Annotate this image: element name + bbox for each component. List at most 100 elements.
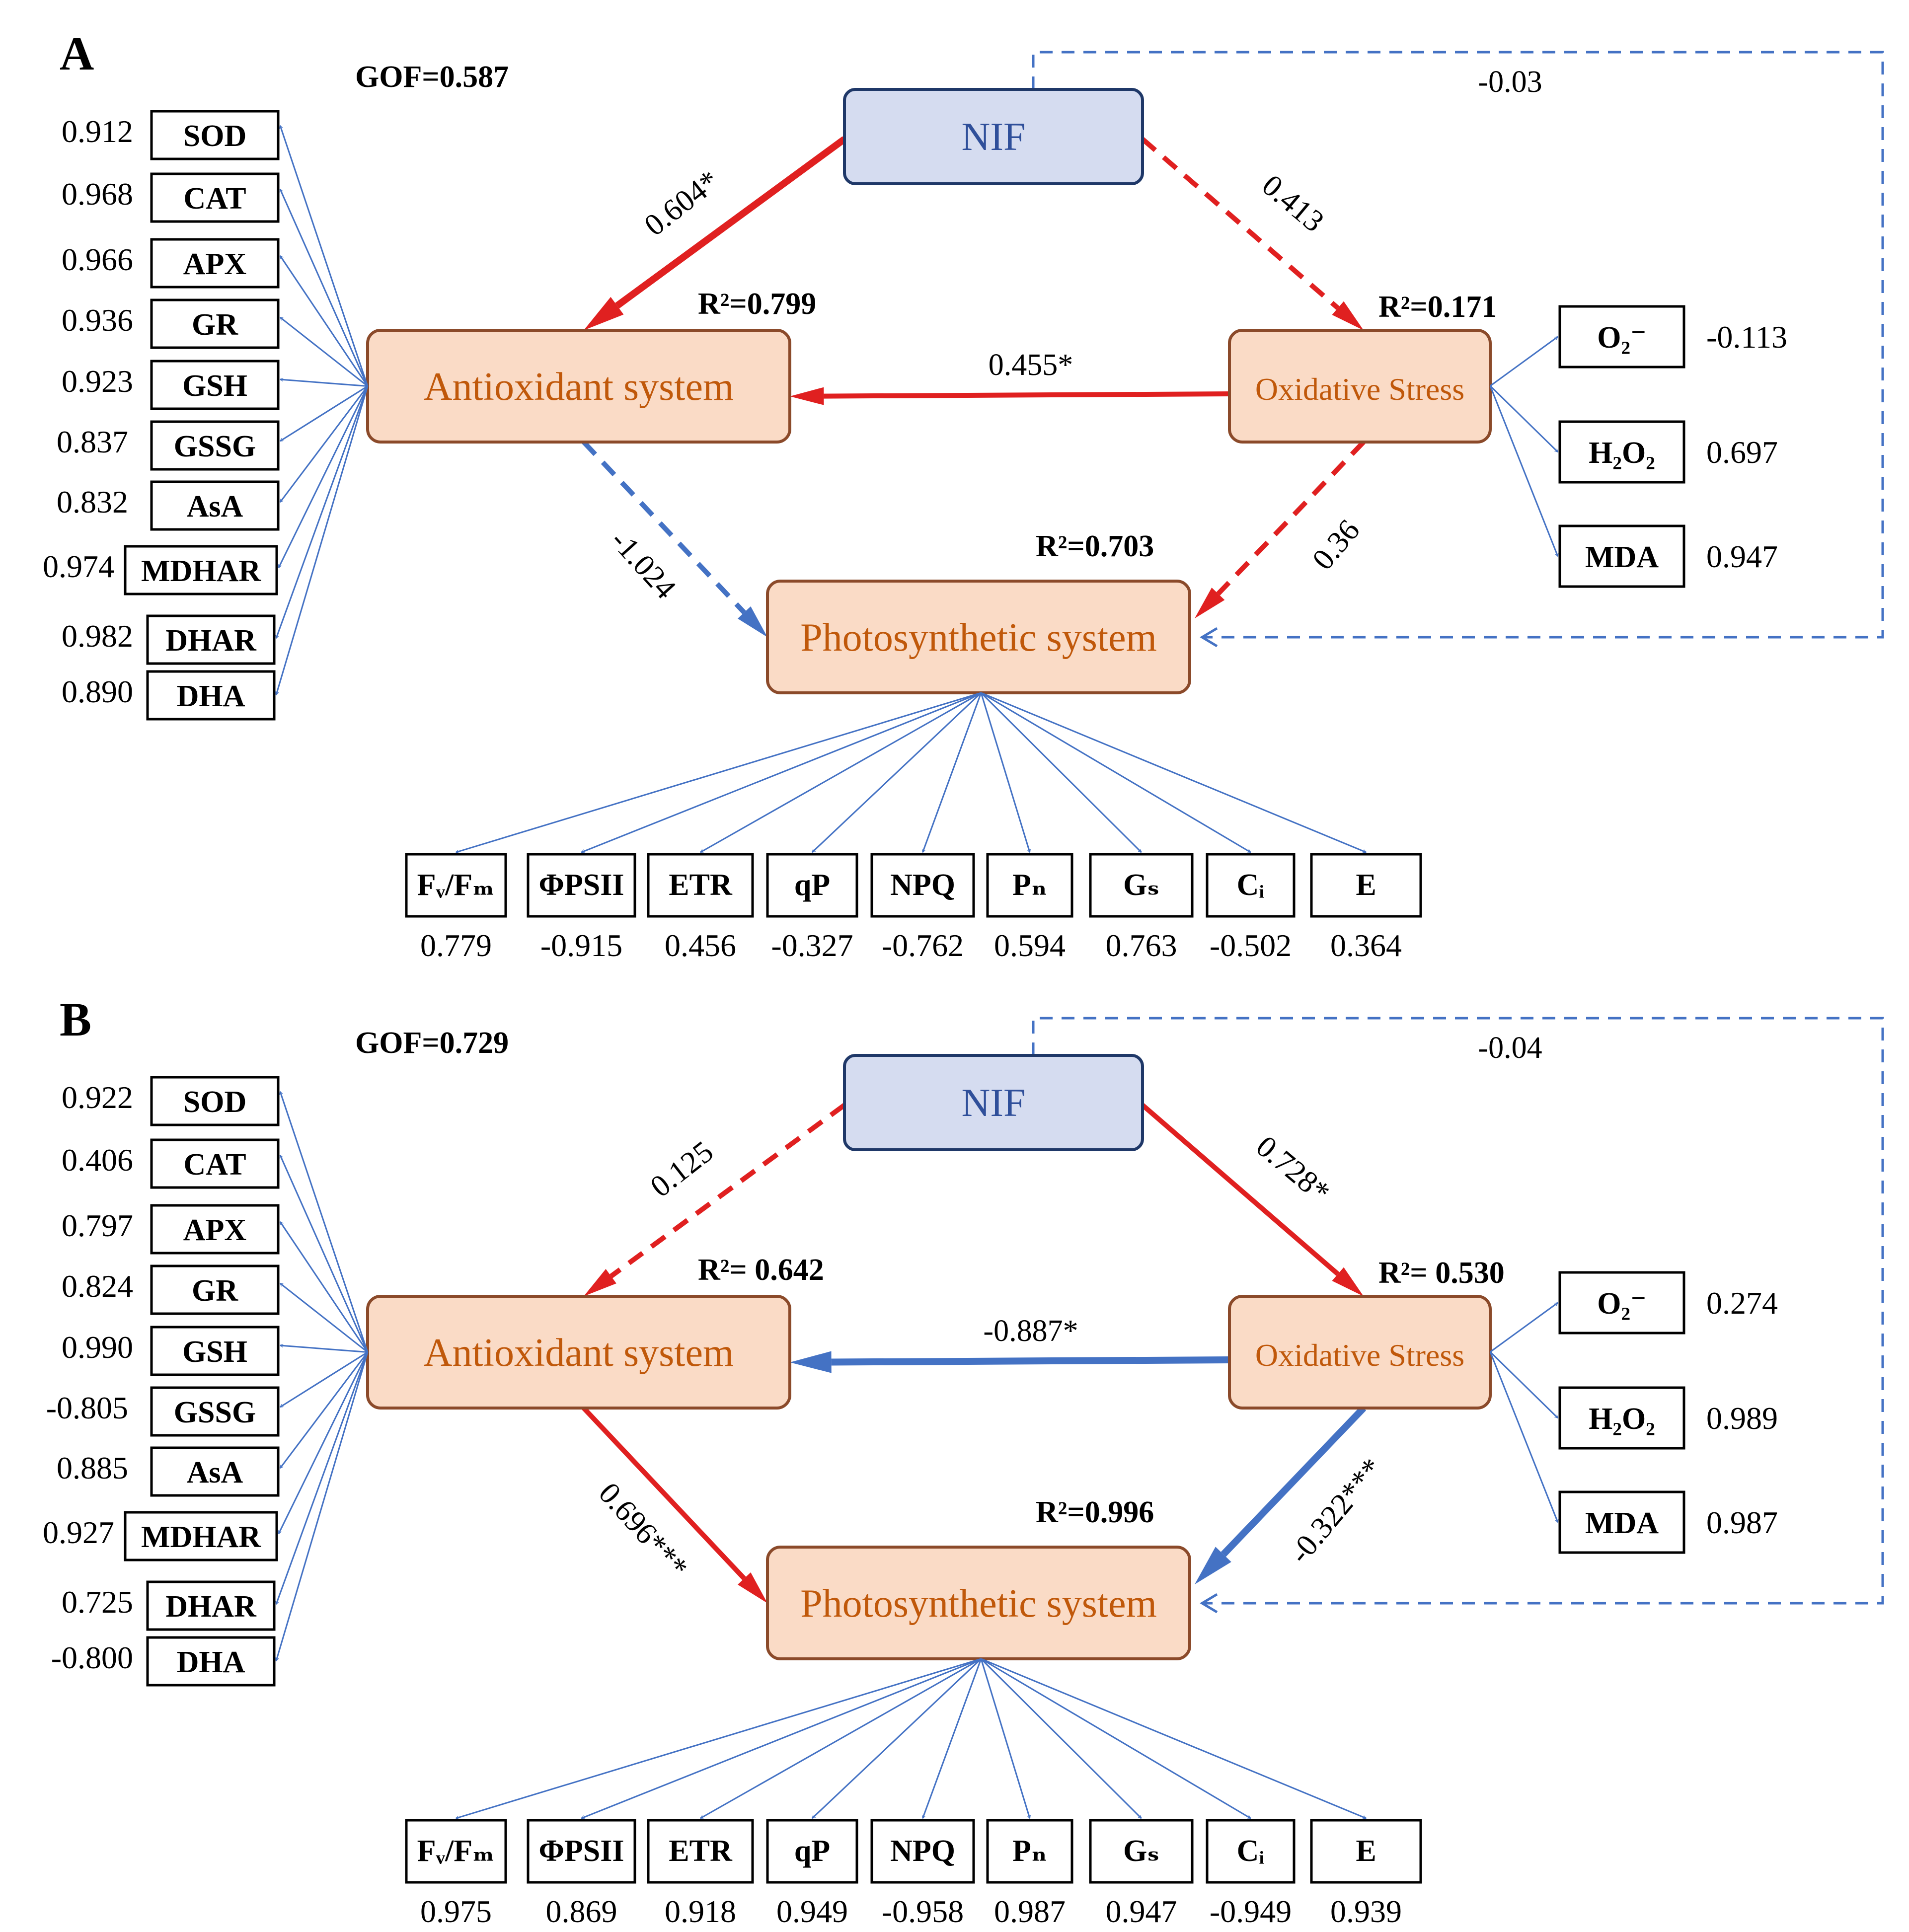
indicator-box xyxy=(870,1819,975,1884)
nif-node xyxy=(843,88,1144,185)
indicator-loading: 0.406 xyxy=(62,1142,133,1178)
coef-oxidative-to-photosynthetic: 0.36 xyxy=(1306,514,1367,577)
indicator-label: Cᵢ xyxy=(1237,868,1265,902)
indicator-loading: 0.949 xyxy=(776,1894,848,1929)
indicator-box xyxy=(986,1819,1073,1884)
indicator-box xyxy=(870,853,975,918)
indicator-box xyxy=(150,110,280,160)
antioxidant-indicator: GR0.936 xyxy=(62,298,368,387)
coef-nif-to-antioxidant: 0.604* xyxy=(638,164,726,243)
indicator-label: APX xyxy=(183,1213,247,1247)
indicator-box xyxy=(150,360,280,410)
loading-arrow xyxy=(582,692,982,852)
photosynthetic-indicator: qP0.949 xyxy=(766,1658,982,1929)
indicator-label: Gₛ xyxy=(1123,1834,1159,1868)
indicator-label: APX xyxy=(183,247,247,281)
indicator-loading: 0.947 xyxy=(1106,1894,1177,1929)
indicator-label: Pₙ xyxy=(1012,1834,1047,1868)
loading-arrow xyxy=(279,1155,369,1353)
r2-photosynthetic: R²=0.996 xyxy=(1036,1495,1154,1529)
loading-arrow xyxy=(280,316,368,387)
indicator-label: E xyxy=(1356,868,1376,902)
loading-arrow xyxy=(1489,385,1558,452)
indicator-label: DHAR xyxy=(165,624,257,658)
coef-oxidative-to-photosynthetic: -0.322*** xyxy=(1283,1452,1389,1570)
loading-arrow xyxy=(1489,1351,1558,1418)
indicator-label: AsA xyxy=(187,1456,243,1489)
indicator-box xyxy=(1310,853,1422,918)
indicator-label: MDA xyxy=(1585,1506,1659,1540)
indicator-label: CAT xyxy=(183,182,246,216)
indicator-label: SOD xyxy=(183,1085,246,1119)
loading-arrow xyxy=(981,692,1251,853)
indicator-box xyxy=(146,614,276,665)
indicator-loading: -0.762 xyxy=(882,928,964,963)
loading-arrow xyxy=(981,692,1366,853)
indicator-loading: -0.949 xyxy=(1210,1894,1292,1929)
indicator-box xyxy=(1558,524,1685,588)
indicator-label: MDHAR xyxy=(141,554,261,588)
gof-value: GOF=0.729 xyxy=(355,1026,509,1060)
loading-arrow xyxy=(1490,1302,1558,1353)
loading-arrow xyxy=(276,386,369,695)
indicator-loading: -0.915 xyxy=(540,928,622,963)
indicator-label: ETR xyxy=(669,1834,733,1868)
indicator-label: CAT xyxy=(183,1148,246,1182)
photosynthetic-indicator: Pₙ0.594 xyxy=(980,692,1073,963)
indicator-loading: 0.824 xyxy=(62,1268,133,1304)
indicator-box xyxy=(1558,1490,1685,1554)
indicator-label: GSH xyxy=(182,1335,247,1369)
indicator-label: GR xyxy=(192,308,238,342)
path-nif-to-oxidative xyxy=(1141,1103,1340,1276)
indicator-box xyxy=(146,670,276,721)
r2-antioxidant: R²=0.799 xyxy=(698,287,816,321)
path-nif-to-antioxidant-arrowhead xyxy=(584,297,624,330)
indicator-label: qP xyxy=(794,868,830,902)
indicator-box xyxy=(150,1386,280,1437)
indicator-box xyxy=(527,853,636,918)
indicator-label: NPQ xyxy=(890,1834,955,1868)
path-antioxidant-to-photosynthetic-arrowhead xyxy=(738,606,767,637)
loading-arrow xyxy=(812,692,982,852)
indicator-label: O₂⁻ xyxy=(1597,321,1647,355)
path-nif-to-antioxidant xyxy=(615,136,847,309)
coef-nif-to-oxidative: 0.728* xyxy=(1250,1129,1336,1210)
indicator-label: GSSG xyxy=(174,1396,256,1429)
loading-arrow xyxy=(1489,1351,1558,1522)
path-nif-to-oxidative xyxy=(1141,137,1340,310)
coef-nif-to-antioxidant: 0.125 xyxy=(644,1135,720,1204)
indicator-loading: 0.989 xyxy=(1706,1401,1778,1436)
indicator-label: Fᵥ/Fₘ xyxy=(417,868,495,902)
path-nif-to-photosynthetic-arrowhead xyxy=(1200,1593,1218,1614)
indicator-box xyxy=(1206,1819,1296,1884)
indicator-label: DHA xyxy=(177,679,245,713)
indicator-label: DHAR xyxy=(165,1590,257,1624)
indicator-box xyxy=(150,1264,280,1315)
indicator-box xyxy=(1089,1819,1194,1884)
indicator-label: SOD xyxy=(183,119,246,153)
indicator-loading: -0.502 xyxy=(1210,928,1292,963)
indicator-loading: 0.456 xyxy=(665,928,736,963)
photosynthetic-indicator: Fᵥ/Fₘ0.975 xyxy=(405,1658,982,1929)
photosynthetic-indicator: E0.939 xyxy=(981,1658,1422,1929)
coef-oxidative-to-antioxidant: -0.887* xyxy=(983,1314,1078,1348)
indicator-loading: 0.364 xyxy=(1330,928,1402,963)
indicator-box xyxy=(405,1819,507,1884)
nif-node xyxy=(843,1054,1144,1151)
loading-arrow xyxy=(923,692,982,852)
indicator-loading: 0.975 xyxy=(420,1894,492,1929)
loading-arrow xyxy=(980,692,1142,852)
loading-arrow xyxy=(812,1658,982,1818)
loading-arrow xyxy=(280,1282,368,1353)
indicator-loading: 0.832 xyxy=(57,484,128,520)
